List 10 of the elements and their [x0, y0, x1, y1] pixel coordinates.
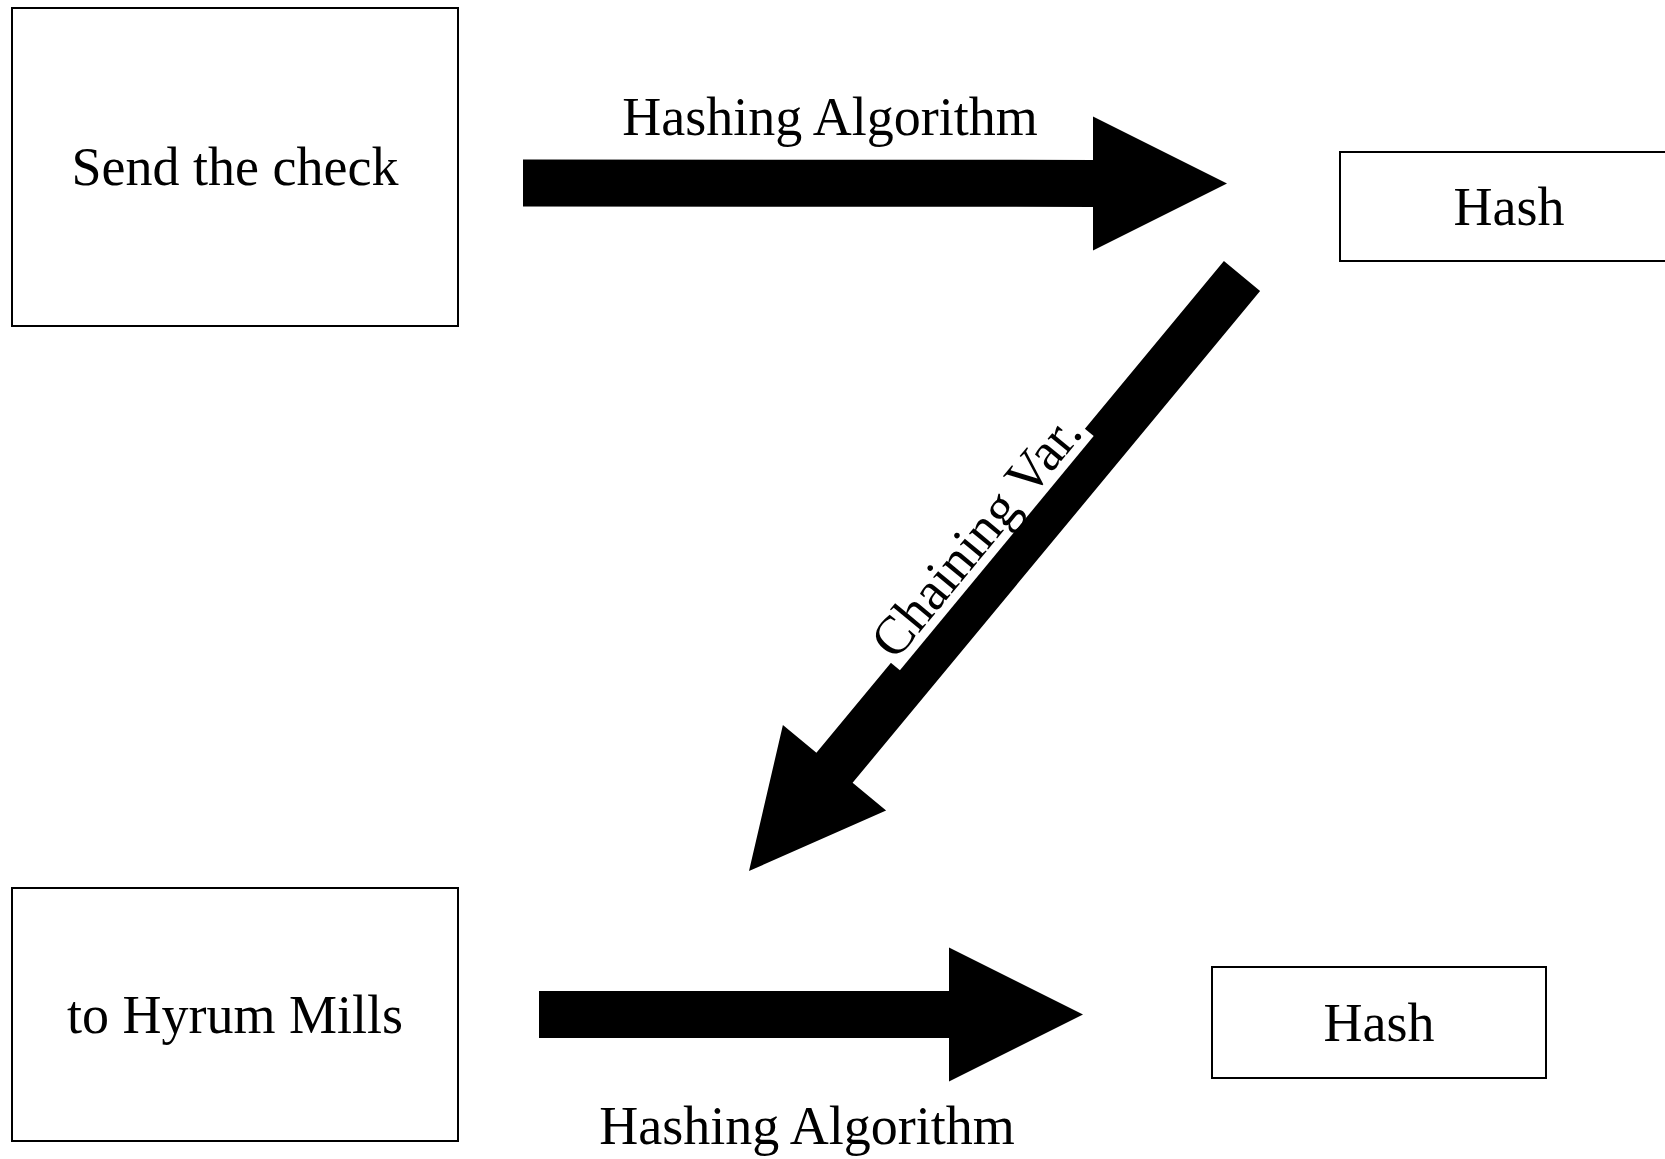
text-box — [11, 887, 459, 1142]
arrow — [539, 947, 1083, 1082]
text-box — [11, 7, 459, 327]
text-box — [1211, 966, 1547, 1079]
node-text: Send the check — [71, 140, 399, 194]
node-text: Hash — [1453, 179, 1565, 234]
text-box — [1339, 151, 1665, 262]
arrow — [749, 261, 1261, 871]
node-text: Hash — [1323, 995, 1435, 1050]
arrow — [523, 116, 1227, 251]
